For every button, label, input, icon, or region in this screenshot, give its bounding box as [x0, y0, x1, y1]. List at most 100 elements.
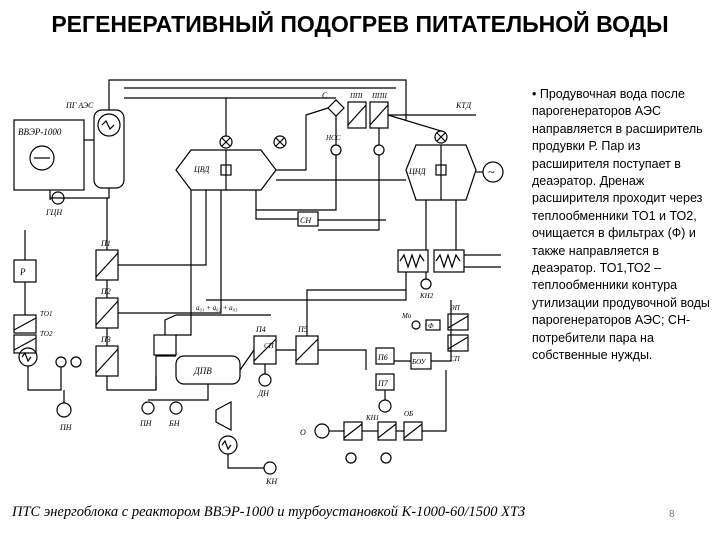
nsc-label: НСС [325, 134, 341, 142]
kn-label: КН [265, 477, 278, 486]
ob-label: ОБ [404, 410, 413, 418]
p3-to-dpv [106, 376, 157, 391]
to1-diag [13, 317, 37, 331]
page-number: 8 [669, 509, 675, 520]
p4-to-dpv [239, 349, 255, 371]
reactor-core-symbol [29, 145, 55, 171]
figure-caption: ПТС энергоблока с реактором ВВЭР-1000 и … [12, 504, 526, 520]
heater-p1-diag [95, 252, 119, 278]
pump-gcn-symbol [51, 191, 65, 205]
sp-box [447, 334, 469, 352]
separator-label: С [322, 91, 328, 100]
kn2-label: КН2 [419, 292, 434, 300]
to1-label: ТО1 [40, 310, 52, 318]
feed-pump-pn [56, 402, 72, 418]
tp-turbine [215, 401, 232, 431]
hpc-extraction-dpv [176, 190, 192, 336]
ob-outlet [422, 370, 447, 432]
ob-heater-3-diag [403, 423, 423, 439]
tp-condensate [227, 454, 264, 469]
condenser-2-coil [435, 253, 461, 269]
dpv-label: ДПВ [193, 366, 212, 376]
ep-label: ЭП [450, 304, 461, 312]
heater-p7-label: П7 [377, 379, 389, 388]
hpc-label: ЦВД [193, 165, 210, 174]
pump-bn [169, 401, 183, 415]
nsc-return [256, 155, 337, 211]
bou-label: БОУ [411, 358, 427, 366]
hpc-extraction-ch [255, 190, 298, 220]
dpv-inlet-label: a₀₁ + a₀₂ + a₀₃ [196, 304, 238, 312]
pump-kn1 [378, 399, 392, 413]
feed-pump-pn-label: ПН [59, 423, 73, 432]
sg-top-symbol [97, 113, 121, 137]
blowdown-cooler [18, 347, 38, 367]
blowdown-return [27, 366, 62, 391]
reactor-box [13, 119, 85, 191]
heater-p1-label: П1 [100, 239, 111, 248]
sg-coil-symbol [101, 119, 115, 131]
heater-p3-label: П3 [100, 335, 111, 344]
ob-pump-1 [345, 452, 357, 464]
heater-p6 [375, 347, 395, 365]
condenser-1 [397, 249, 429, 273]
hpc-to-separator [276, 107, 329, 171]
oe-label: О [300, 428, 306, 437]
condenser-2 [433, 249, 465, 273]
heater-p3-diag [95, 348, 119, 374]
condenser-1-coil [399, 253, 425, 269]
tp-condenser-coil [221, 439, 232, 451]
filter-label: Ф [428, 322, 434, 330]
heater-p5-label: П5 [297, 325, 308, 334]
pump-gcn-label: ГЦН [45, 208, 63, 217]
sph2-label: ППII [371, 92, 387, 100]
sp-label: СП [450, 355, 461, 363]
to2-diag [13, 337, 37, 351]
tp-condenser [218, 435, 238, 455]
hpc-core [220, 164, 232, 176]
separator [327, 99, 345, 117]
p2-extraction [118, 190, 222, 314]
reactor-label: ВВЭР-1000 [18, 127, 62, 137]
pump-right [373, 144, 385, 156]
heater-p4-label: П4 [255, 325, 266, 334]
hpc-valve-2-cross [275, 137, 285, 147]
description-text: • Продувочная вода после парогенераторов… [532, 87, 710, 363]
lpc-valve-cross [436, 132, 446, 142]
heater-p2-diag [95, 300, 119, 326]
lpc-core [435, 164, 447, 176]
pump-kn [263, 461, 277, 475]
main-steam-line [108, 79, 407, 120]
filter-f [425, 319, 441, 331]
ch2-label: СН [264, 342, 275, 350]
pump-kn2 [420, 278, 432, 290]
p5-to-p6 [318, 349, 367, 370]
pump-right-return [318, 155, 380, 231]
heater-p6-label: П6 [377, 353, 388, 362]
ejector-diag [447, 315, 469, 329]
slide-title: РЕГЕНЕРАТИВНЫЙ ПОДОГРЕВ ПИТАТЕЛЬНОЙ ВОДЫ [51, 11, 669, 37]
ob-pump-2 [380, 452, 392, 464]
dpv-outlet [148, 384, 209, 401]
oe-circle [314, 423, 330, 439]
hpc-valve-2 [273, 135, 287, 149]
bou-to-condenser [431, 300, 452, 362]
valve-small [70, 356, 82, 368]
superheater-1 [347, 101, 367, 129]
mid-extraction [206, 272, 407, 301]
hpc-turbine [175, 149, 277, 191]
pump-dn [258, 373, 272, 387]
heater-p4-diag [253, 338, 277, 362]
thermal-scheme-diagram: ВВЭР-1000 ПГ АЭС ГЦН ЦВД С [13, 79, 504, 486]
blowdown-pump [55, 356, 67, 368]
ch-label: СН [300, 216, 312, 225]
superheater-1-diag [347, 104, 367, 126]
to2-label: ТО2 [40, 330, 53, 338]
lpc-inlet [387, 114, 442, 132]
hpc-valve-cross [221, 137, 231, 147]
superheater-2-diag [369, 104, 389, 126]
pump-pn2 [141, 401, 155, 415]
sp-diag [447, 336, 469, 350]
dpv-vent [164, 314, 177, 335]
pn2-label: ПН [139, 419, 153, 428]
